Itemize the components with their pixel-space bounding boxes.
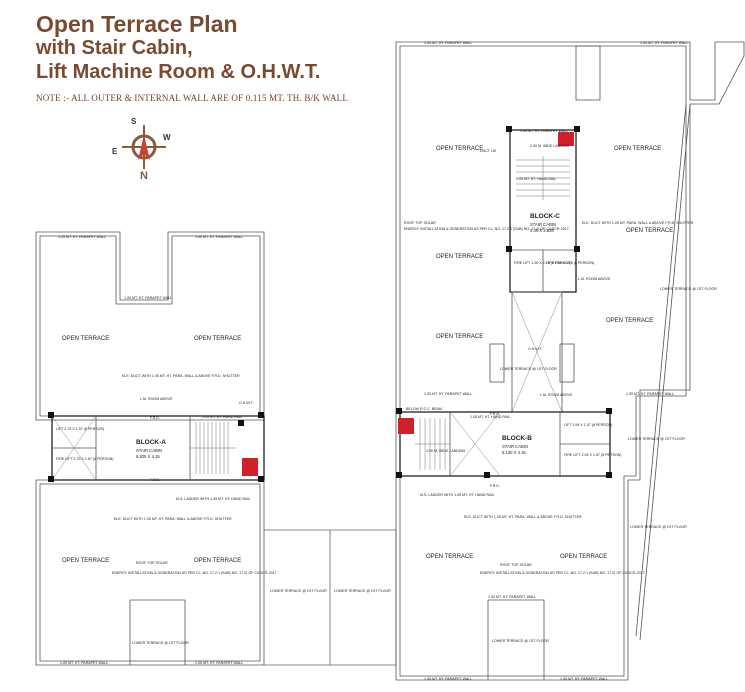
block-c-open-terrace-sw: OPEN TERRACE [436,254,483,260]
title-line-3: Lift Machine Room & O.H.W.T. [36,61,321,83]
block-a-parapet-top-right: 1.05 MT. HT. PARAPET WALL [195,235,243,239]
block-c-sub: STAIR CABIN [530,222,556,227]
block-b-parapet-bottom-right: 1.05 MT. HT. PARAPET WALL [560,677,608,681]
block-c-landing: 2.00 M. WIDE LANDING [530,144,570,148]
compass-s: S [131,117,137,126]
block-c-open-terrace-se: OPEN TERRACE [626,228,673,234]
block-a-name: BLOCK-A [136,439,166,446]
block-c-name: BLOCK-C [530,213,560,220]
block-c-open-terrace-e: OPEN TERRACE [614,146,661,152]
block-c-parapet-top: 1.05 MT. HT. PARAPET WALL [424,41,472,45]
block-a-ele-duct-south: ELE. DUCT WITH 1.05 MT. HT. PARA. WALL &… [114,517,232,521]
block-b-dims: 6.130 X 4.15 [502,450,526,455]
block-bc-plan [395,41,745,681]
block-bc-open-terrace-w: OPEN TERRACE [436,334,483,340]
block-a-open-terrace-sw: OPEN TERRACE [62,558,109,564]
title-line-1: Open Terrace Plan [36,11,238,37]
block-b-lm-room: L.M. ROOM ABOVE [540,393,573,397]
block-a-sub: STAIR CABIN [136,448,162,453]
mid-lower-terrace-1: LOWER TERRACE @ 1ST FLOOR [270,589,327,593]
block-b-below-beam: BELOW R.C.C. BEAM [406,407,442,411]
block-b-parapet-right: 1.05 MT. HT. PARAPET WALL [626,392,674,396]
block-c-solar-note: ENERGY INSTALLATION & GENERATION AS PER … [404,227,570,231]
block-a-open-terrace-nw: OPEN TERRACE [62,336,109,342]
block-a-parapet-bottom-left: 1.05 MT. HT. PARAPET WALL [60,661,108,665]
block-a-lift: LIFT 2.75 X 1.57 (8 PERSON) [56,427,104,431]
block-b-parapet-notch: 1.05 MT. HT. PARAPET WALL [488,595,536,599]
block-b-solar-note: ENERGY INSTALLATION & GENERATION AS PER … [480,571,646,575]
block-b-roof-solar: ROOF TOP SOLAR [500,563,532,567]
compass-w: W [163,133,171,142]
block-a-ele-duct: ELE. DUCT WITH 1.05 MT. HT. PARA. WALL &… [122,374,240,378]
block-c-ele-duct: ELE. DUCT WITH 1.05 MT. PARA. WALL & ABO… [582,221,694,225]
block-b-lower-terrace-bottom: LOWER TERRACE @ 1ST FLOOR [492,639,549,643]
block-c-lift: LIFT 1.50 X 2.75 (8 PERSON) [546,261,594,265]
block-c-parapet-top-right: 1.05 MT. HT. PARAPET WALL [640,41,688,45]
block-a-open-terrace-se: OPEN TERRACE [194,558,241,564]
block-c-parapet-stair: 1.05 MT. HT. PARAPET WALL [520,129,568,133]
block-b-landing: 2.00 M. WIDE LANDING [426,449,466,453]
block-b-frd-top: F.R.D. [490,412,500,416]
block-a-frd-top: F.R.D. [150,416,160,420]
block-b-lower-terrace-right: LOWER TERRACE @ 1ST FLOOR [628,437,685,441]
block-c-dims: 4.30 X 2.826 [530,228,554,233]
block-b-ms-ladder: M.S. LADDER WITH 1.05 MT. HT. HAND RAIL [420,493,494,497]
block-bc-open-terrace-e: OPEN TERRACE [606,318,653,324]
block-a-ms-ladder: M.S. LADDER WITH 1.05 MT. HT. HAND RAIL [176,497,250,501]
block-a-frd-bottom: F.R.D. [150,478,160,482]
block-c-handrail: 1.05 MT. HT. HAND RAIL [516,177,556,181]
block-b-handrail: 1.05 MT. HT. HAND RAIL [470,415,510,419]
block-a-solar-note: ENERGY INSTALLATION & GENERATION AS PER … [112,571,278,575]
block-b-lower-terrace-right2: LOWER TERRACE @ 1ST FLOOR [630,525,687,529]
block-c-roof-solar: ROOF TOP SOLAR [404,221,436,225]
block-a-fire-lift: FIRE LIFT 2.75 X 1.57 (8 PERSON) [56,457,113,461]
block-c-ohwt: O.H.W.T. [528,347,543,351]
block-b-sub: STAIR CABIN [502,444,528,449]
block-c-lower-terrace-mid: LOWER TERRACE @ 1ST FLOOR [500,367,557,371]
block-a-parapet-notch: 1.05 MT. HT. PARAPET WALL [124,296,172,300]
block-b-fire-lift: FIRE LIFT 2.94 X 1.57 (8 PERSON) [564,453,621,457]
block-b-ele-duct: ELE. DUCT WITH 1.05 MT. HT. PARA. WALL &… [464,515,582,519]
block-c-fire-lift: FIRE LIFT 1.50 X 2.75 (8 PERSON) [514,261,571,265]
block-b-parapet-top: 1.05 MT. HT. PARAPET WALL [424,392,472,396]
block-c-fire-marker [558,132,574,146]
lower-terrace-boxes [264,529,397,666]
block-a-roof-solar: ROOF TOP SOLAR [136,561,168,565]
mid-lower-terrace-2: LOWER TERRACE @ 1ST FLOOR [334,589,391,593]
block-b-open-terrace-w: OPEN TERRACE [426,554,473,560]
block-b-open-terrace-e: OPEN TERRACE [560,554,607,560]
block-a-fire-marker [242,458,258,476]
block-a-handrail: 1.05 MT. HT. HAND RAIL [202,415,242,419]
block-c-lower-terrace-right: LOWER TERRACE @ 1ST FLOOR [660,287,717,291]
block-a-open-terrace-ne: OPEN TERRACE [194,336,241,342]
block-c-lm-room: L.M. ROOM ABOVE [578,277,611,281]
block-a-dims: 6.825 X 4.15 [136,454,160,459]
block-a-parapet-top-left: 1.05 MT. HT. PARAPET WALL [58,235,106,239]
block-c-open-terrace-w: OPEN TERRACE [436,146,483,152]
block-b-frd-bottom: F.R.D. [490,484,500,488]
block-a-ohwt: O.H.W.T. [239,401,254,405]
block-a-lower-terrace: LOWER TERRACE @ 1ST FLOOR [132,641,189,645]
wall-note: NOTE :- ALL OUTER & INTERNAL WALL ARE OF… [36,93,349,103]
block-c-duct-lm: DUCT LM [480,149,496,153]
block-a-lm-room: L.M. ROOM ABOVE [140,397,173,401]
title-block: Open Terrace Plan with Stair Cabin, Lift… [36,12,376,84]
compass-e: E [112,147,118,156]
block-a-parapet-bottom-right: 1.05 MT. HT. PARAPET WALL [195,661,243,665]
block-b-name: BLOCK-B [502,435,532,442]
block-b-lift: LIFT 2.94 X 1.57 (8 PERSON) [564,423,612,427]
compass-n: N [140,170,148,182]
block-b-parapet-bottom-left: 1.05 MT. HT. PARAPET WALL [424,677,472,681]
title-line-2: with Stair Cabin, [36,37,193,59]
block-b-fire-marker [398,418,414,434]
compass-icon: S W E N [112,117,171,182]
